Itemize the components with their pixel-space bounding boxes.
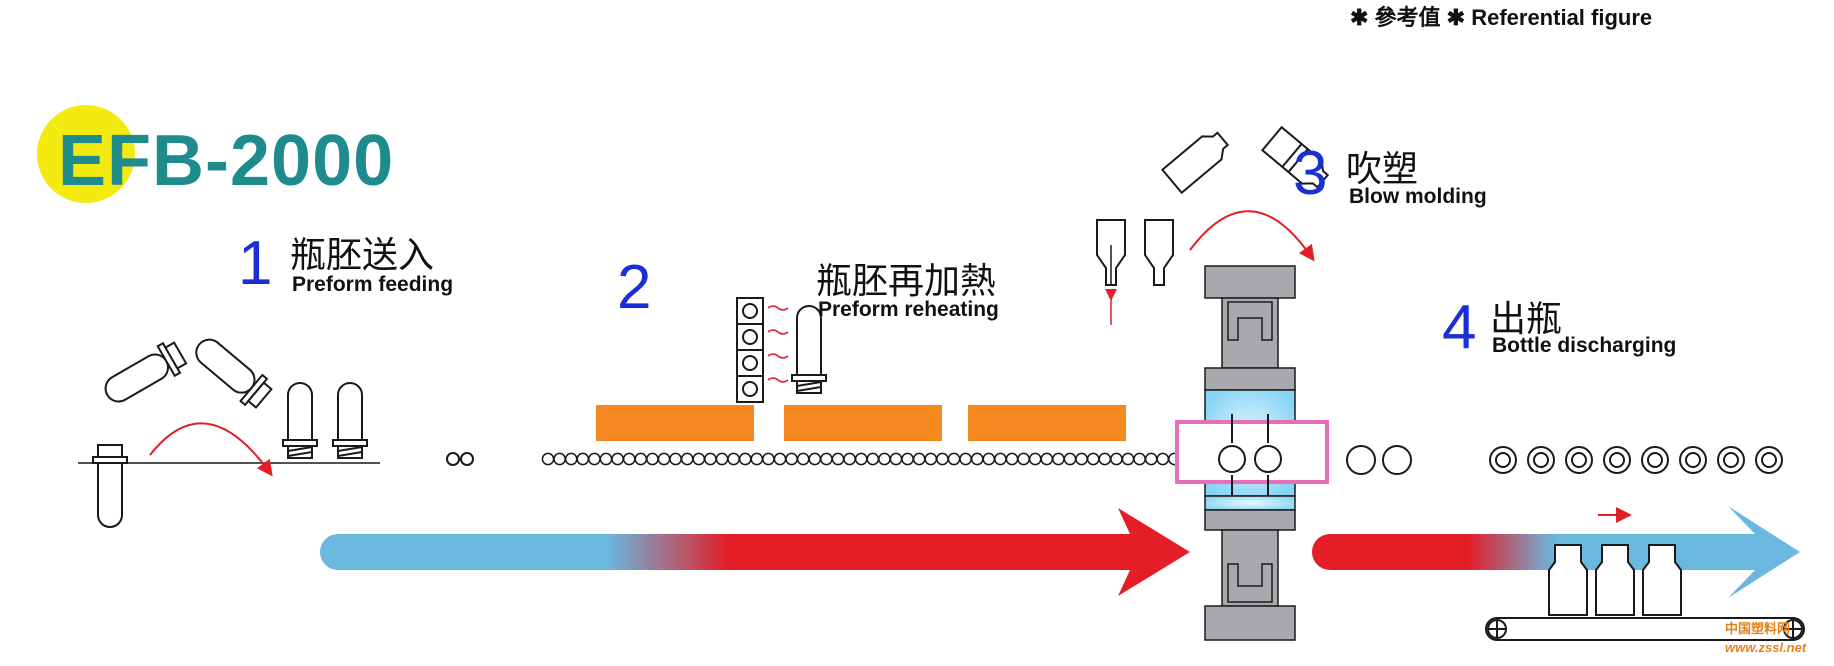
preform-link (796, 452, 810, 466)
preform-link (1028, 452, 1042, 466)
discharge-conveyor (1485, 544, 1805, 641)
bottle-ring-inner (1647, 452, 1663, 468)
preform-link (889, 452, 903, 466)
preform-link (901, 452, 914, 466)
preform-link (750, 452, 764, 466)
preform-link (936, 452, 949, 466)
preform-link (820, 452, 833, 466)
bottle-ring-inner (1609, 452, 1625, 468)
preform-link (959, 452, 972, 466)
preform-link (1144, 452, 1158, 466)
preform-link (1017, 452, 1030, 466)
preform-link (692, 452, 706, 466)
preform-link (808, 452, 822, 466)
preform-link (564, 452, 578, 466)
bottle-ring-inner (1495, 452, 1511, 468)
step-1-title-zh: 瓶胚送入 (290, 235, 435, 276)
step-2-number: 2 (617, 253, 652, 322)
watermark-name: 中国塑料网 (1725, 621, 1791, 636)
preform-link (1075, 452, 1088, 466)
blow-mold-machine (1175, 265, 1329, 641)
preform-link (1040, 452, 1054, 466)
preform-link (1121, 452, 1135, 466)
preform-link (576, 452, 590, 466)
preform-link (982, 452, 996, 466)
preform-link (634, 452, 648, 466)
preform-link (1098, 452, 1112, 466)
preform-link (1063, 452, 1077, 466)
preform-link (738, 452, 752, 466)
preform-chain (541, 452, 1181, 466)
watermark-url: www.zssl.net (1725, 640, 1807, 655)
preform-link (994, 452, 1007, 466)
logo-circle (37, 105, 135, 203)
preform-link (680, 452, 694, 466)
model-title: EFB-2000 (58, 121, 395, 201)
preform-link (622, 452, 636, 466)
preform-link (715, 452, 729, 466)
bottle-ring-inner (1685, 452, 1701, 468)
step-3-number: 3 (1293, 139, 1328, 208)
preform-link (924, 452, 938, 466)
step-1-title-en: Preform feeding (292, 273, 454, 296)
preform-link (854, 452, 868, 466)
preform-link (831, 452, 845, 466)
preform-link (1133, 452, 1146, 466)
preform-link (1052, 452, 1065, 466)
preform-link (669, 452, 682, 466)
preform-link (553, 452, 566, 466)
preform-link (762, 452, 775, 466)
preform-link (599, 452, 613, 466)
preform-link (1005, 452, 1019, 466)
preform-link (912, 452, 926, 466)
preform-link (773, 452, 787, 466)
preform-link (704, 452, 717, 466)
step-4-title-en: Bottle discharging (1492, 334, 1677, 357)
preform-link (611, 452, 624, 466)
preform-feeding-illustration (78, 338, 474, 528)
step-3-title-zh: 吹塑 (1346, 149, 1419, 190)
step-3-title-en: Blow molding (1349, 185, 1487, 208)
preform-link (541, 452, 555, 466)
step-2-title-en: Preform reheating (818, 298, 999, 321)
preform-link (785, 452, 798, 466)
preform-link (1156, 452, 1170, 466)
bottle-ring-inner (1533, 452, 1549, 468)
heater-blocks (596, 405, 1126, 441)
preform-link (1110, 452, 1123, 466)
discharge-bottles (1346, 445, 1783, 523)
preform-link (727, 452, 740, 466)
bottle-ring-inner (1761, 452, 1777, 468)
bottle-ring-inner (1723, 452, 1739, 468)
preform-link (866, 452, 880, 466)
process-arrow-in (320, 508, 1190, 596)
step-2-title-zh: 瓶胚再加熱 (816, 261, 997, 302)
preform-link (657, 452, 671, 466)
preform-link (646, 452, 659, 466)
step-4-number: 4 (1442, 293, 1477, 362)
step-4-title-zh: 出瓶 (1490, 299, 1563, 340)
preform-link (970, 452, 984, 466)
preform-link (947, 452, 961, 466)
preform-link (843, 452, 856, 466)
bottle-ring-inner (1571, 452, 1587, 468)
preform-link (878, 452, 891, 466)
step-1-number: 1 (238, 229, 273, 298)
reference-note: ✱ 參考值 ✱ Referential figure (1350, 5, 1653, 30)
preform-link (588, 452, 601, 466)
preform-link (1086, 452, 1100, 466)
heating-lamp (736, 297, 827, 403)
blow-mold-bottles (1096, 125, 1330, 325)
